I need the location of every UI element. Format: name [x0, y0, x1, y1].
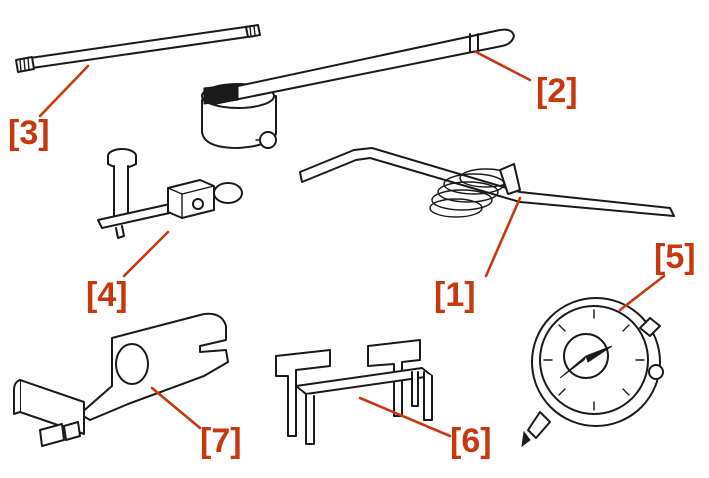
wrench-plate-icon [13, 312, 229, 447]
callout-label-6: [6] [450, 422, 492, 460]
dial-gauge-icon [521, 297, 664, 448]
callout-label-3: [3] [8, 114, 50, 152]
threaded-rod-icon [15, 24, 261, 73]
callout-label-2: [2] [536, 72, 578, 110]
leader-lines [38, 50, 666, 438]
callout-label-5: [5] [654, 238, 696, 276]
spring-rod-tool-icon [299, 147, 675, 218]
callout-label-4: [4] [86, 276, 128, 314]
leader-line-5 [618, 274, 666, 312]
callout-label-1: [1] [434, 276, 476, 314]
leader-line-2 [474, 50, 532, 82]
leader-line-7 [150, 386, 202, 430]
leader-line-4 [122, 230, 170, 278]
dial-gauge-holder-icon [97, 148, 243, 239]
callout-label-7: [7] [200, 422, 242, 460]
lever-bar-tool-icon [201, 28, 515, 149]
support-bracket-icon [275, 339, 433, 445]
leader-line-1 [484, 196, 522, 278]
leader-line-6 [358, 396, 452, 438]
leader-line-3 [38, 64, 90, 118]
